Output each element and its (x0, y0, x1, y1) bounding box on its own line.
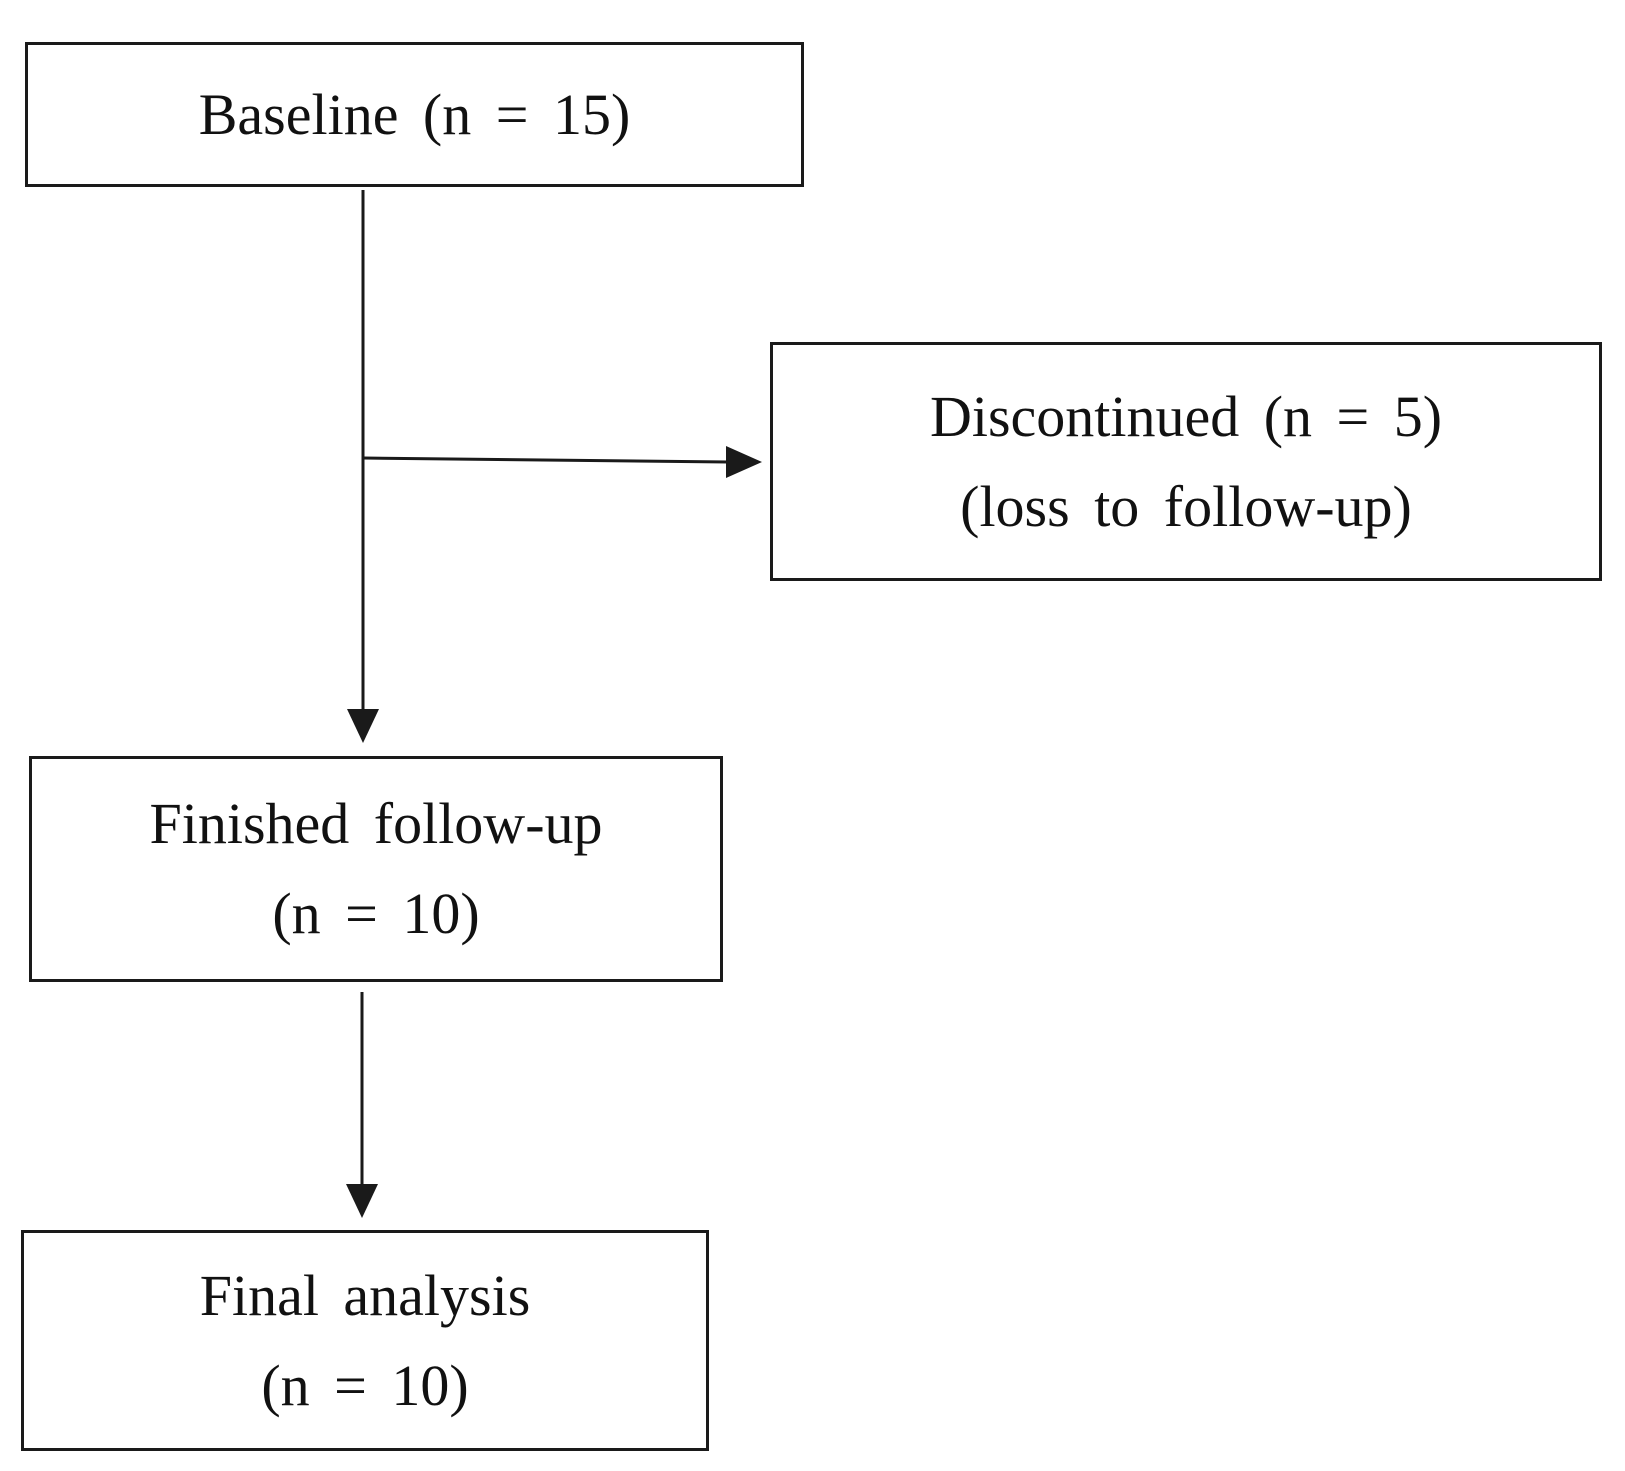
baseline-label: Baseline (n = 15) (198, 81, 631, 147)
arrowhead-final (346, 1184, 378, 1218)
arrow-branch-to-discontinued (362, 456, 729, 464)
baseline-box: Baseline (n = 15) (25, 42, 804, 187)
final-analysis-label: Final analysis (199, 1262, 531, 1328)
finished-followup-label: Finished follow-up (149, 791, 603, 857)
finished-followup-count: (n = 10) (272, 881, 480, 946)
discontinued-label: Discontinued (n = 5) (929, 383, 1443, 449)
arrowhead-discontinued (726, 446, 762, 478)
final-analysis-box: Final analysis (n = 10) (21, 1230, 709, 1451)
discontinued-reason: (loss to follow-up) (960, 473, 1412, 539)
final-analysis-count: (n = 10) (261, 1352, 469, 1418)
finished-followup-box: Finished follow-up (n = 10) (29, 756, 723, 982)
discontinued-box: Discontinued (n = 5) (loss to follow-up) (770, 342, 1602, 581)
arrowhead-finished (347, 709, 379, 743)
